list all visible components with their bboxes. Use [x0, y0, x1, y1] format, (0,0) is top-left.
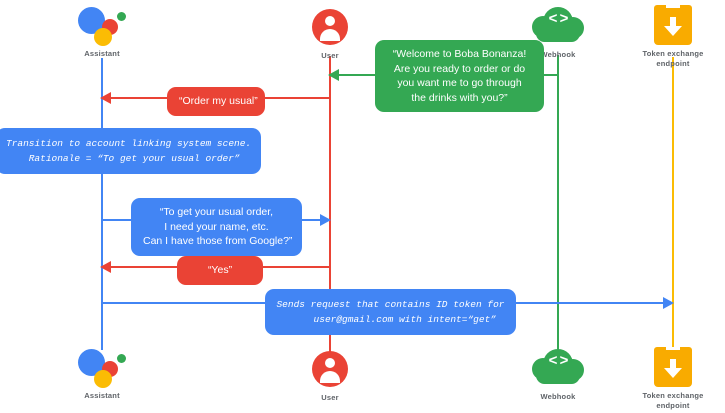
webhook-icon-wrap: < >	[493, 5, 623, 47]
actor-label-assistant: Assistant	[84, 49, 120, 58]
bubble-line: “To get your usual order,	[159, 206, 274, 218]
cloud-code-icon: < >	[532, 7, 584, 45]
google-assistant-logo-icon	[74, 346, 130, 388]
message-bubble-order-my-usual: “Order my usual”	[167, 87, 265, 116]
message-bubble-welcome: “Welcome to Boba Bonanza! Are you ready …	[375, 40, 544, 112]
arrow-head-sends-id-token	[663, 297, 674, 309]
user-icon-wrap	[265, 6, 395, 48]
actor-label-token-endpoint: Token exchange endpoint	[642, 49, 704, 68]
webhook-icon-wrap: < >	[493, 347, 623, 389]
actor-label-webhook: Webhook	[540, 392, 576, 401]
arrow-head-yes	[100, 261, 111, 273]
google-assistant-logo-icon	[74, 4, 130, 46]
arrow-head-order-my-usual	[100, 92, 111, 104]
actor-token-endpoint-bottom: Token exchange endpoint	[608, 346, 725, 411]
user-icon-wrap	[265, 348, 395, 390]
bubble-line: “Order my usual”	[179, 95, 258, 107]
message-bubble-ask-for-profile: “To get your usual order, I need your na…	[131, 198, 302, 256]
download-box-icon	[654, 347, 692, 387]
cloud-code-icon: < >	[532, 349, 584, 387]
actor-token-endpoint-top: Token exchange endpoint	[608, 4, 725, 69]
bubble-line: “Welcome to Boba Bonanza!	[392, 48, 527, 60]
bubble-line: you want me to go through	[397, 77, 522, 89]
actor-webhook-top: < > Webhook	[493, 5, 623, 60]
user-avatar-icon	[312, 9, 348, 45]
note-box-sends-id-token: Sends request that contains ID token for…	[265, 289, 516, 335]
bubble-line: “Yes”	[207, 264, 233, 276]
note-line: user@gmail.com with intent=“get”	[285, 314, 496, 325]
actor-label-user: User	[321, 51, 339, 60]
actor-webhook-bottom: < > Webhook	[493, 347, 623, 402]
note-line: Rationale = “To get your usual order”	[17, 153, 240, 164]
actor-label-webhook: Webhook	[540, 50, 576, 59]
actor-user-top: User	[265, 6, 395, 61]
actor-user-bottom: User	[265, 348, 395, 403]
user-avatar-icon	[312, 351, 348, 387]
bubble-line: the drinks with you?”	[411, 91, 508, 104]
actor-label-user: User	[321, 393, 339, 402]
message-bubble-yes: “Yes”	[177, 256, 263, 285]
token-icon-wrap	[608, 346, 725, 388]
bubble-line: Can I have those from Google?”	[143, 235, 293, 247]
lifeline-assistant	[101, 58, 103, 350]
bubble-line: I need your name, etc.	[164, 220, 269, 233]
lifeline-user	[329, 56, 331, 352]
actor-label-assistant: Assistant	[84, 391, 120, 400]
token-icon-wrap	[608, 4, 725, 46]
actor-label-token-endpoint: Token exchange endpoint	[642, 391, 704, 410]
assistant-icon-wrap	[37, 346, 167, 388]
download-box-icon	[654, 5, 692, 45]
arrow-head-welcome	[328, 69, 339, 81]
bubble-line: Are you ready to order or do	[393, 62, 526, 75]
actor-assistant-bottom: Assistant	[37, 346, 167, 401]
actor-assistant-top: Assistant	[37, 4, 167, 59]
note-line: Sends request that contains ID token for	[276, 299, 505, 310]
lifeline-webhook	[557, 55, 559, 351]
note-box-transition: Transition to account linking system sce…	[0, 128, 261, 174]
arrow-head-ask-for-profile	[320, 214, 331, 226]
lifeline-token-endpoint	[672, 57, 674, 351]
note-line: Transition to account linking system sce…	[6, 138, 252, 149]
assistant-icon-wrap	[37, 4, 167, 46]
